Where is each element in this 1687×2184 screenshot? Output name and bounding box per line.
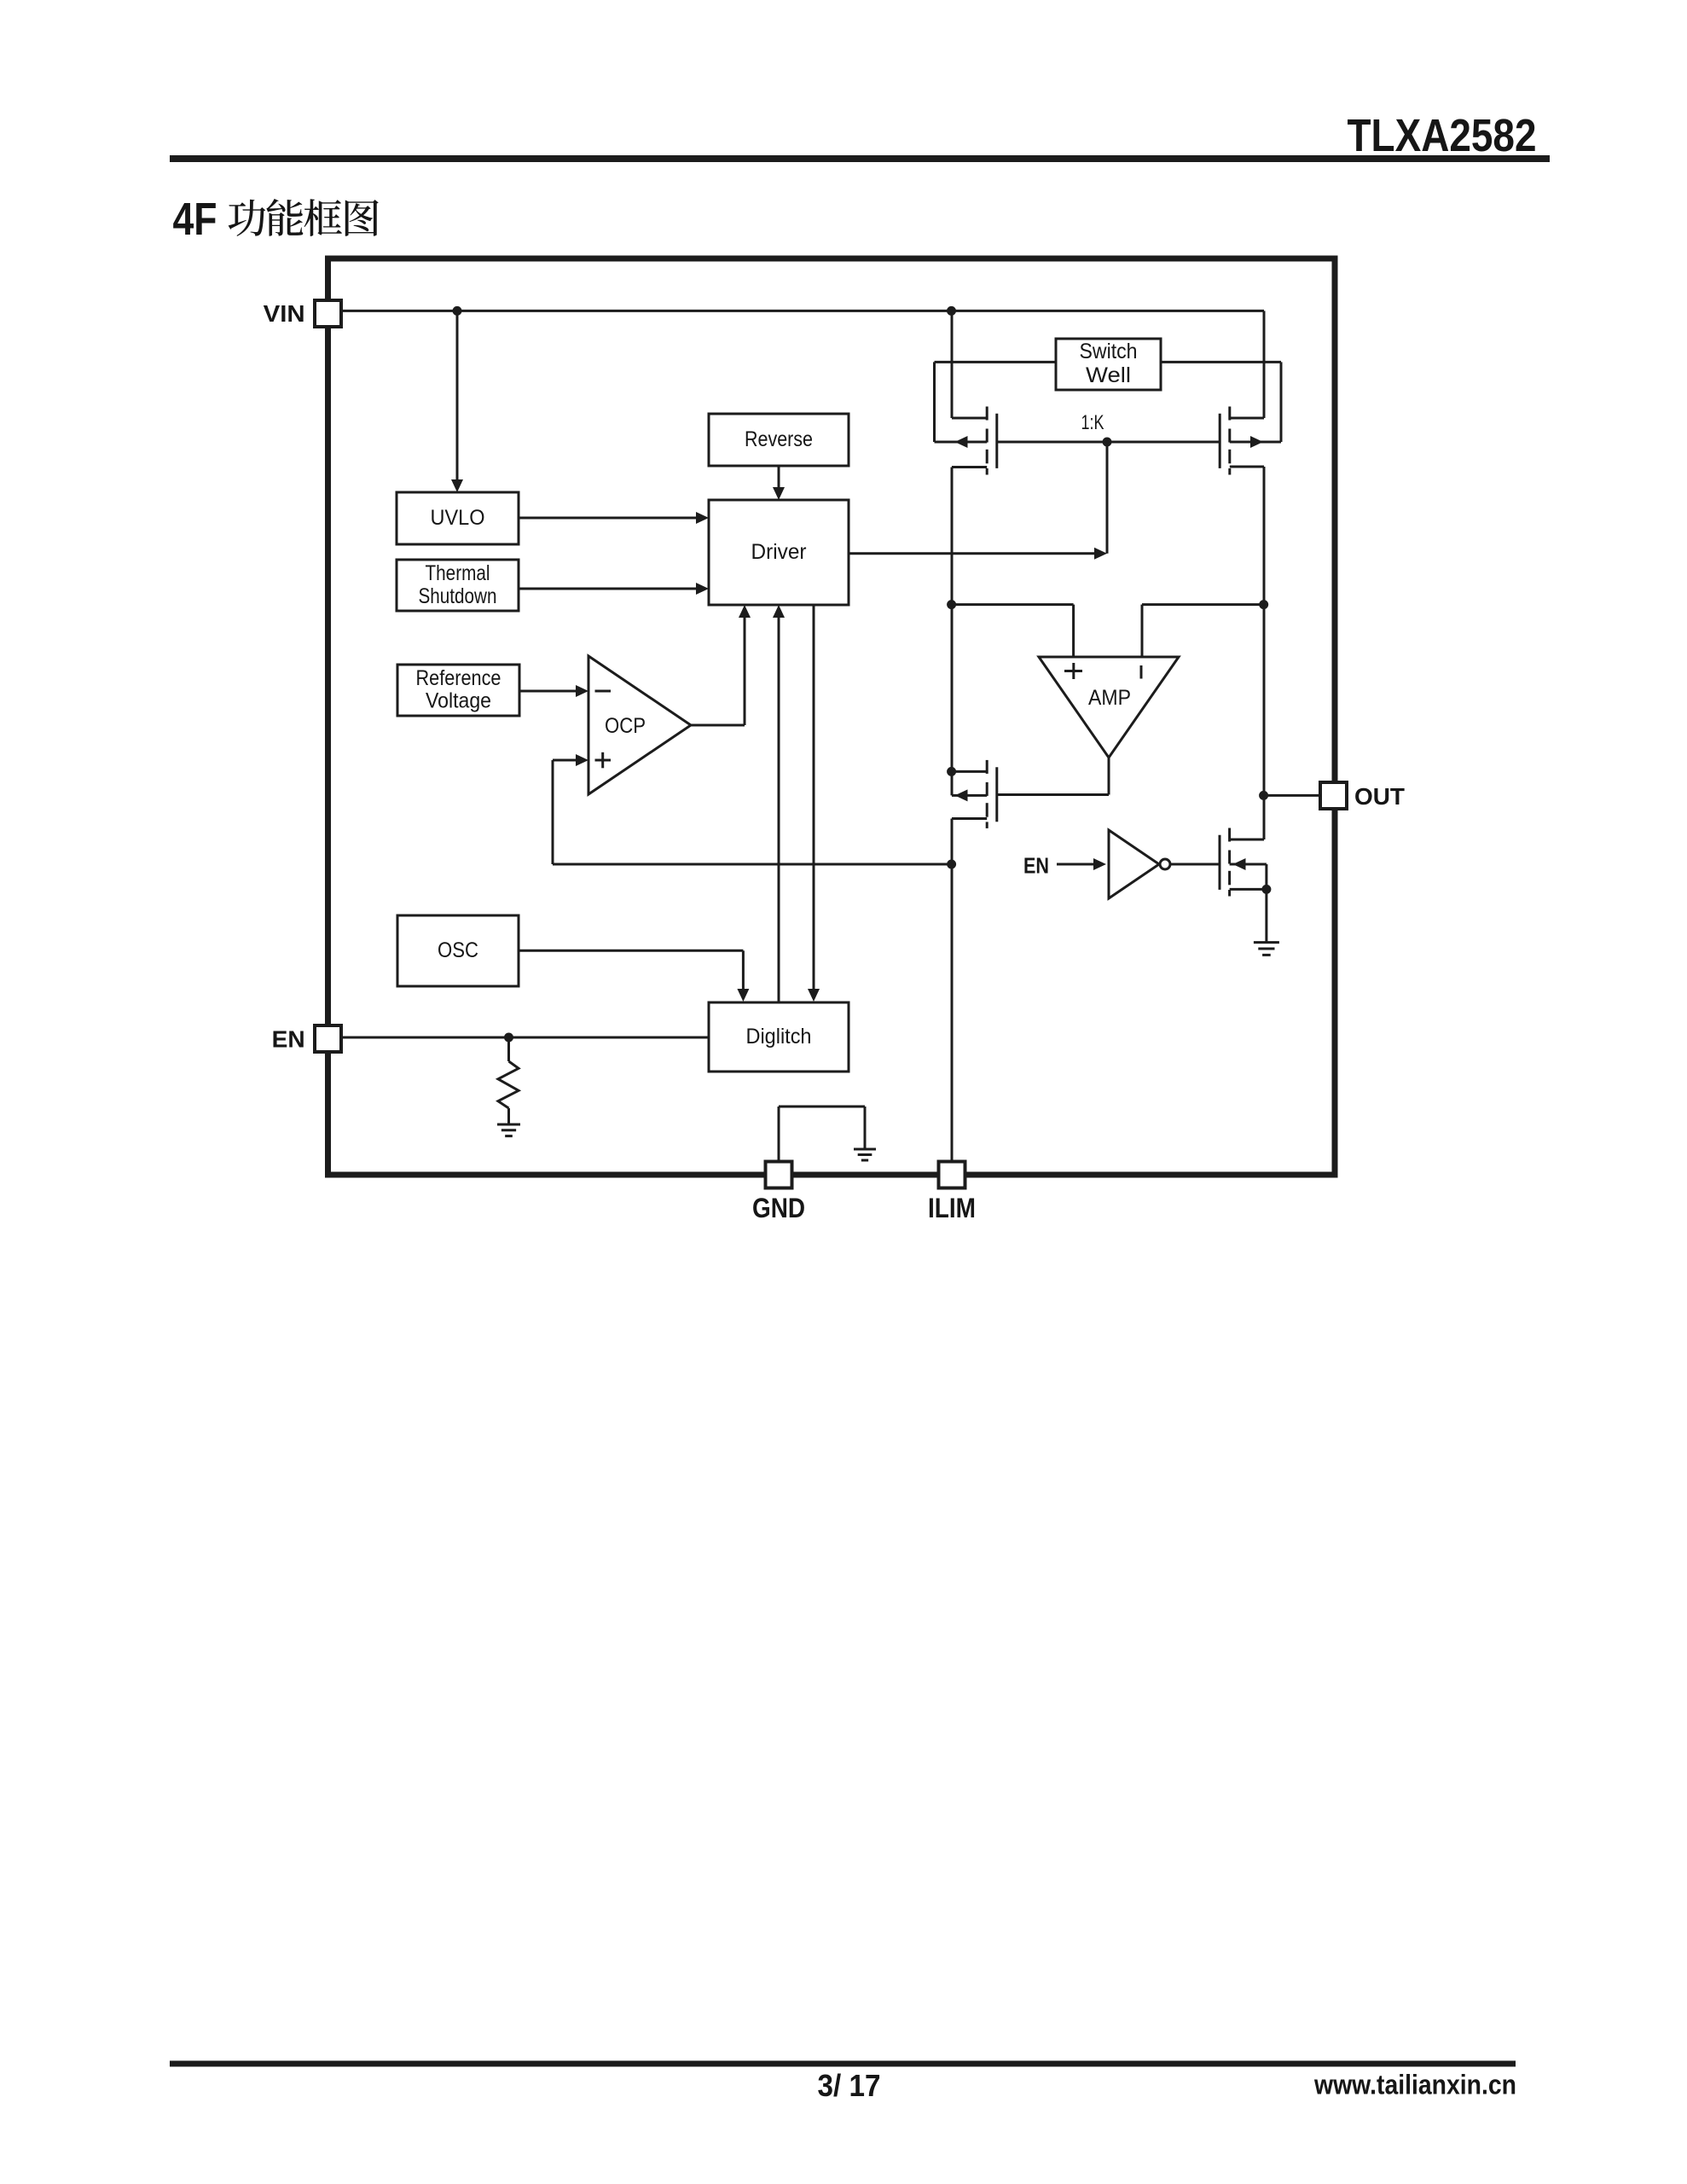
svg-text:OSC: OSC — [438, 938, 478, 962]
svg-text:EN: EN — [272, 1026, 305, 1053]
svg-text:Thermal: Thermal — [426, 561, 490, 585]
svg-text:ILIM: ILIM — [928, 1193, 976, 1223]
svg-text:UVLO: UVLO — [431, 506, 485, 530]
svg-text:Reverse: Reverse — [745, 427, 813, 451]
svg-text:Voltage: Voltage — [426, 689, 491, 713]
svg-text:EN: EN — [1023, 853, 1049, 879]
svg-text:VIN: VIN — [264, 300, 305, 327]
svg-text:TLXA2582: TLXA2582 — [1348, 110, 1537, 161]
svg-text:1:K: 1:K — [1081, 411, 1104, 434]
svg-text:Diglitch: Diglitch — [746, 1025, 812, 1048]
svg-text:www.tailianxin.cn: www.tailianxin.cn — [1313, 2070, 1516, 2100]
svg-text:3/ 17: 3/ 17 — [818, 2068, 881, 2103]
svg-text:AMP: AMP — [1088, 686, 1131, 710]
svg-text:GND: GND — [752, 1193, 805, 1223]
svg-text:4F: 4F — [173, 194, 217, 245]
svg-text:Shutdown: Shutdown — [419, 584, 497, 608]
svg-text:OUT: OUT — [1354, 783, 1405, 810]
svg-text:Reference: Reference — [416, 666, 501, 690]
svg-text:Switch: Switch — [1080, 340, 1138, 363]
svg-text:Well: Well — [1086, 363, 1131, 387]
svg-text:Driver: Driver — [751, 540, 807, 564]
svg-text:OCP: OCP — [605, 714, 646, 738]
